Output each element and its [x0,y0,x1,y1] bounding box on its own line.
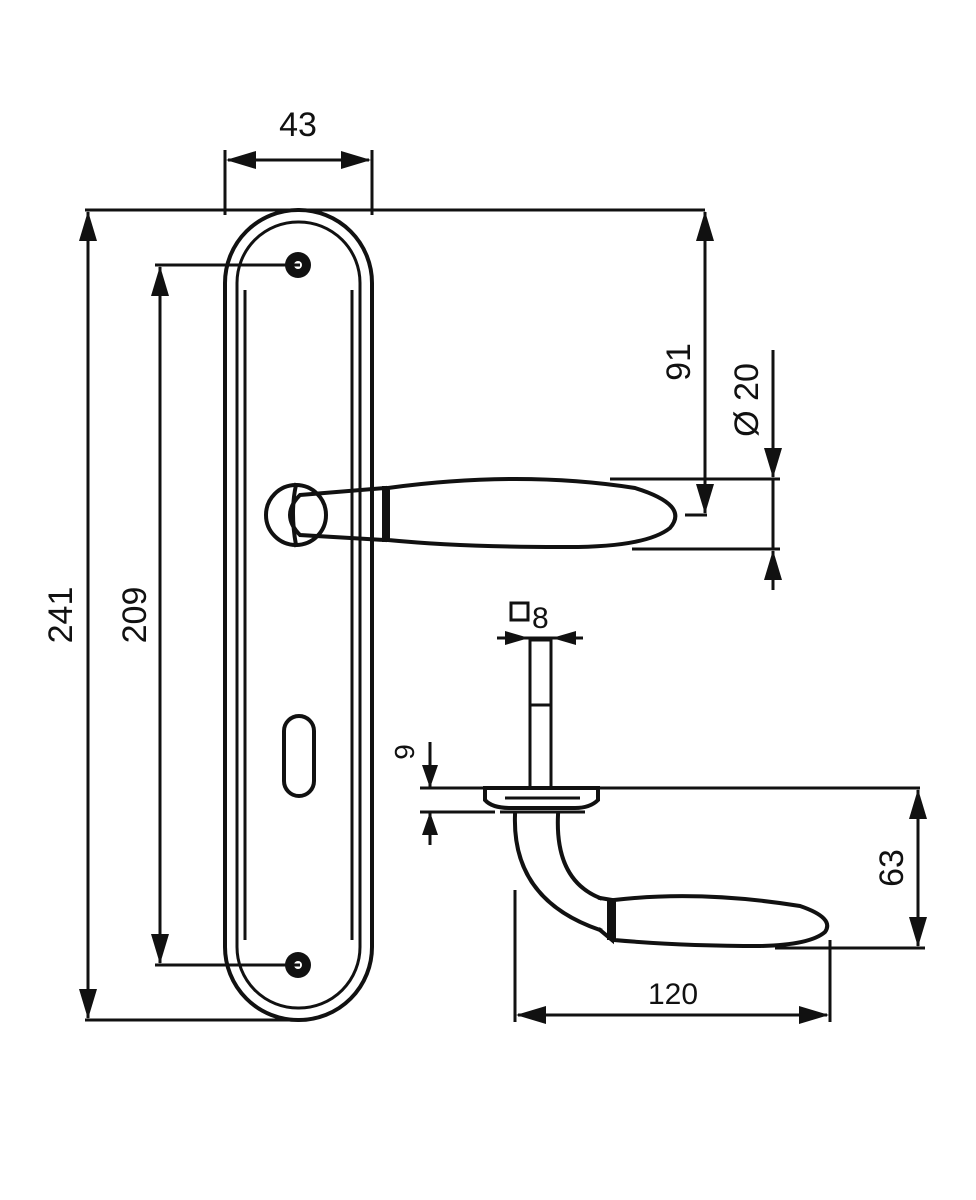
dimension-plate-thickness: 9 [389,742,920,845]
total-height-label: 241 [42,587,80,644]
screw-spacing-label: 209 [116,587,154,644]
lever-length-label: 120 [648,978,698,1011]
lever-projection-label: 63 [873,849,911,887]
keyhole [282,714,316,798]
dimension-total-height: 241 [42,208,705,1022]
spindle-square-label: 8 [532,602,549,635]
square-symbol-icon [509,601,530,622]
handle-height-label: 91 [660,343,698,381]
dimension-handle-height: 91 [660,211,714,517]
rose-diameter-label: Ø 20 [728,363,766,437]
dimension-screw-spacing: 209 [116,263,300,967]
lever-handle-side-view [483,638,830,949]
lever-handle-front-view [264,477,678,550]
dimension-lever-length: 120 [513,890,832,1024]
dimension-rose-diameter: Ø 20 [610,350,782,590]
backplate-front-view [223,208,374,1022]
dimension-plate-width: 43 [223,106,374,215]
plate-thickness-label: 9 [389,744,420,760]
plate-width-label: 43 [279,106,317,144]
dimension-lever-projection: 63 [775,789,927,950]
dimension-spindle-square: 8 [497,601,583,645]
